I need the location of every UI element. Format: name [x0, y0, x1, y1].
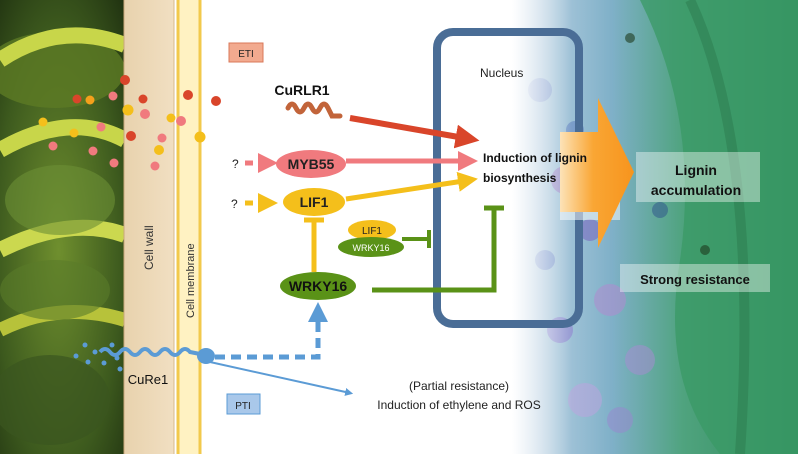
- effector-dots: [38, 75, 221, 171]
- lignin-line-2: accumulation: [651, 182, 741, 198]
- wrky16-node: [280, 272, 356, 300]
- cell-wall-label: Cell wall: [142, 225, 156, 270]
- question-mark-1: ?: [232, 157, 239, 171]
- curlr1-label: CuRLR1: [274, 82, 329, 98]
- eti-box: [228, 42, 264, 63]
- complex-lif1-node: [348, 220, 396, 240]
- myb55-node: [276, 150, 346, 178]
- question-mark-2: ?: [231, 197, 238, 211]
- lignin-line-1: Lignin: [675, 162, 717, 178]
- lignin-output-arrow: [560, 98, 634, 248]
- induction-line-1: Induction of lignin: [483, 151, 587, 165]
- wrky16-inhibits-induction: [372, 209, 497, 293]
- myb55-label: MYB55: [288, 156, 335, 172]
- cell-membrane-label: Cell membrane: [185, 243, 197, 318]
- lif1-label: LIF1: [300, 194, 329, 210]
- ethylene-ros-label: Induction of ethylene and ROS: [377, 398, 540, 412]
- plant-photo-background: [0, 0, 130, 454]
- cure1-label: CuRe1: [128, 372, 168, 387]
- induction-line-2: biosynthesis: [483, 171, 557, 185]
- tissue-photo-background: [512, 0, 798, 454]
- wrky16-label: WRKY16: [289, 278, 348, 294]
- cure1-to-ethylene-arrow: [209, 361, 354, 396]
- cure1-to-wrky16-arrow: [215, 302, 328, 360]
- cell-membrane: [178, 0, 200, 454]
- cure1-receptor-icon: [73, 342, 215, 372]
- complex-wrky16-label: WRKY16: [352, 243, 389, 253]
- partial-resistance-label: (Partial resistance): [409, 379, 509, 393]
- complex-wrky16-node: [338, 237, 404, 257]
- pti-box: [226, 393, 261, 415]
- nucleus-label: Nucleus: [480, 66, 523, 80]
- pti-label: PTI: [235, 401, 251, 412]
- lif1-node: [283, 188, 345, 216]
- curlr1-arrow: [349, 115, 480, 149]
- cell-wall: [124, 0, 174, 454]
- lif1-arrow: [345, 171, 478, 202]
- curlr1-protein-icon: [285, 101, 343, 119]
- complex-lif1-label: LIF1: [362, 226, 382, 237]
- eti-label: ETI: [238, 49, 254, 60]
- strong-resistance-label: Strong resistance: [640, 272, 750, 287]
